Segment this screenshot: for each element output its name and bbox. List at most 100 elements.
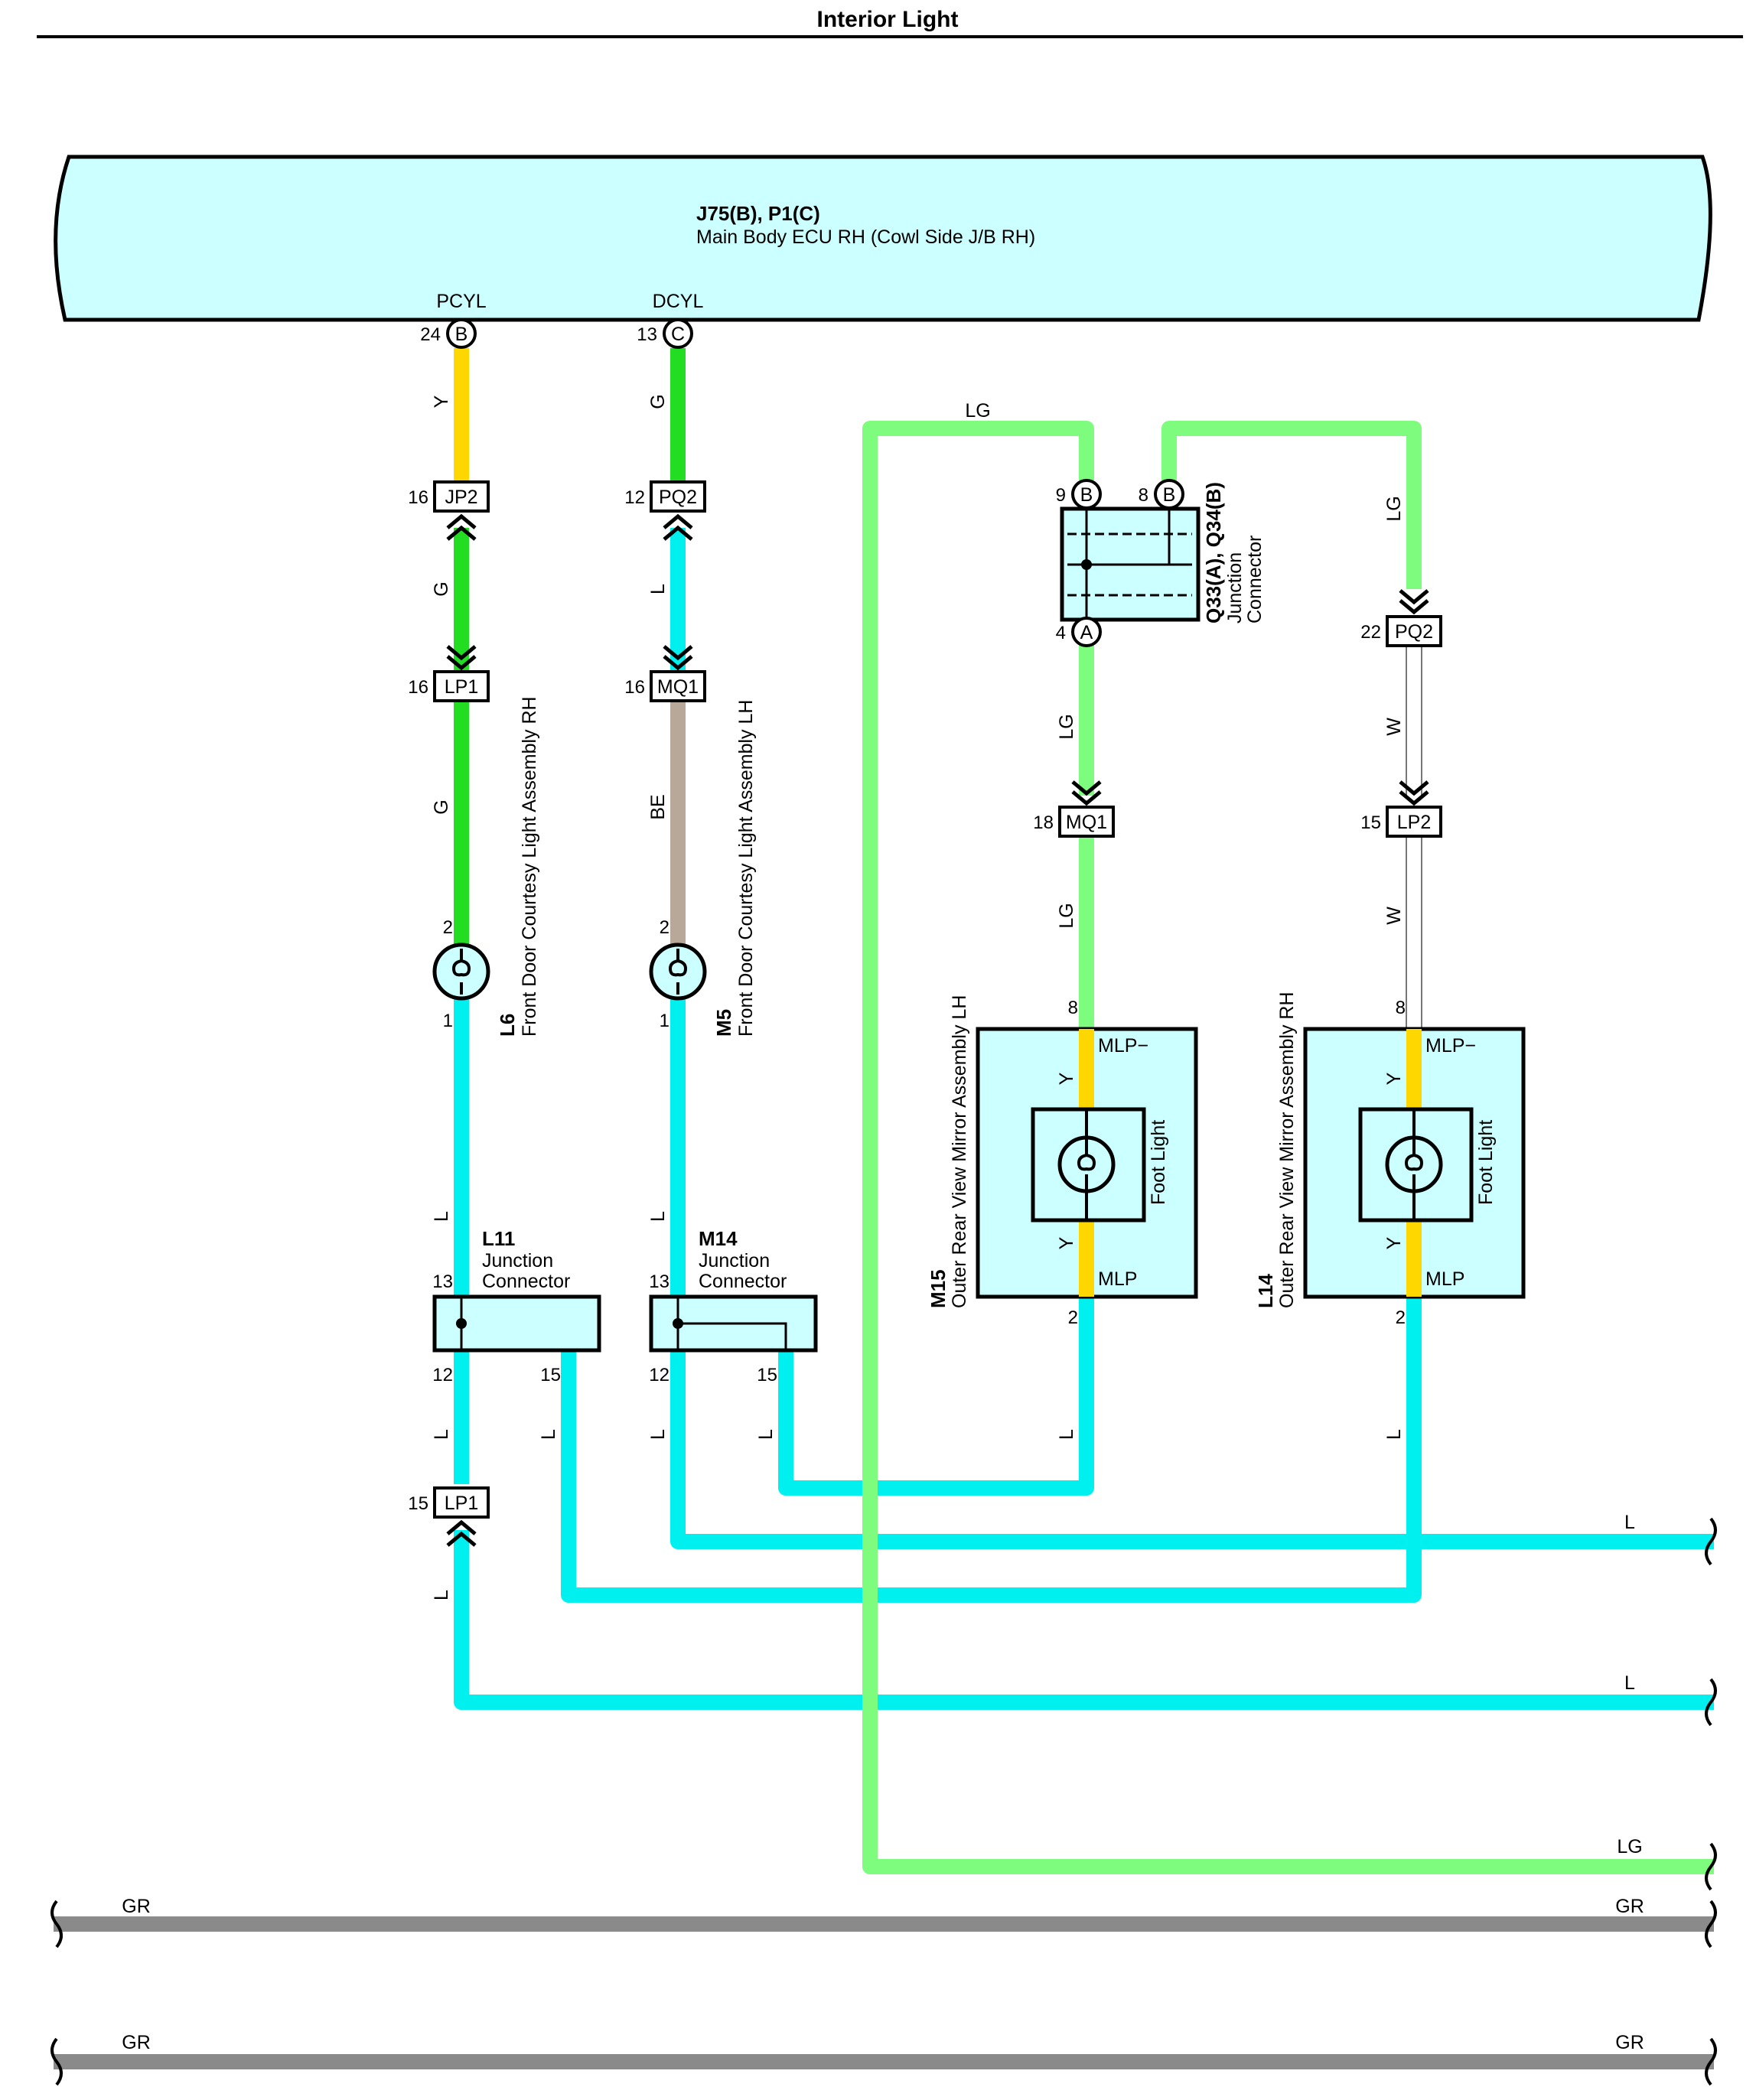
ecu-pin-13-circle [663, 318, 693, 349]
junction-pin-8 [1154, 479, 1184, 510]
junction-l11-line1: Junction [482, 1250, 553, 1271]
label-lg-top: LG [965, 400, 990, 422]
junction-l11-pin-a: 12 [432, 1365, 453, 1385]
junction-m14-id: M14 [699, 1227, 738, 1250]
connector-pq2-22-pin: 22 [1360, 622, 1381, 643]
connector-lp1-15-label: LP1 [445, 1493, 478, 1514]
mirror-m15-sig-top: MLP− [1098, 1035, 1148, 1057]
mirror-l14-name: Outer Rear View Mirror Assembly RH [1276, 991, 1298, 1308]
junction-l11-dot [456, 1318, 467, 1329]
mirror-l14-id: L14 [1254, 1274, 1277, 1308]
bulb-icon [1077, 1109, 1096, 1220]
chevron-up-pq2 [663, 513, 693, 541]
connector-pq2-22 [1386, 615, 1442, 647]
lamp-m5-id: M5 [712, 1009, 735, 1037]
ecu-pin-13: C 13 [637, 318, 693, 349]
lamp-m5-body [649, 943, 707, 1001]
break-mark-gr2-left [50, 2037, 63, 2086]
wire-l-m14-m15 [778, 1297, 1094, 1496]
wire-lg-long [862, 421, 1714, 1874]
label-out-lg: LG [1617, 1836, 1642, 1857]
label-out-l1: L [1624, 1512, 1635, 1533]
junction-m14-pin-a: 12 [649, 1365, 669, 1385]
mirror-m15-name: Outer Rear View Mirror Assembly LH [949, 995, 970, 1308]
break-mark-lg [1705, 1842, 1717, 1891]
lamp-m5-pin-top: 2 [660, 917, 669, 938]
junction-m14-dot [673, 1318, 683, 1329]
junction-pin-9-letter: B [1080, 484, 1093, 506]
connector-mq1-16 [650, 670, 706, 702]
label-gr1-left: GR [122, 1896, 151, 1917]
bulb-icon [668, 949, 688, 995]
junction-l11-pin-b: 15 [540, 1365, 561, 1385]
junction-m14-trace [678, 1322, 787, 1350]
mirror-m15-light: Foot Light [1148, 1120, 1169, 1205]
label-out-l2: L [1624, 1672, 1635, 1694]
label-gr2-right: GR [1615, 2032, 1644, 2053]
label-l-m15: L [1056, 1429, 1077, 1440]
connector-mq1-16-pin: 16 [624, 677, 645, 698]
lamp-l6-id: L6 [496, 1014, 519, 1037]
label-l-lp1: L [431, 1590, 452, 1600]
junction-m14: M14 Junction Connector 13 12 15 [649, 1227, 818, 1385]
mirror-l14: MLP− MLP Y Y Foot Light 8 2 L14 Outer Re… [1254, 991, 1526, 1328]
wires [54, 348, 1714, 2069]
junction-l11-pin-in: 13 [432, 1271, 453, 1292]
ecu-signal-dcyl: DCYL [653, 291, 704, 312]
junction-pin-4 [1071, 617, 1102, 647]
connector-pq2-22-label: PQ2 [1395, 621, 1433, 643]
label-l-m14-15: L [755, 1429, 777, 1440]
junction-q33-line1: Junction [1224, 552, 1246, 623]
break-marks [50, 1517, 1717, 2086]
bulb-icon [1404, 1109, 1424, 1220]
ecu-pin-13-letter: C [671, 324, 685, 345]
mirror-m15: MLP− MLP Y Y Foot Light 8 2 M15 Outer Re… [927, 995, 1198, 1328]
junction-pin-4-number: 4 [1056, 623, 1066, 643]
label-gr2-left: GR [122, 2032, 151, 2053]
lamp-l6: 2 1 L6 Front Door Courtesy Light Assembl… [432, 696, 540, 1037]
ecu-ids: J75(B), P1(C) [696, 202, 820, 225]
mirror-l14-pin-top: 8 [1396, 998, 1406, 1018]
chevron-down-lp2 [1399, 780, 1429, 806]
mirror-l14-pin-bottom: 2 [1396, 1307, 1406, 1328]
wire-l-m14-out [670, 1350, 1714, 1549]
junction-q33-vline-8 [1087, 509, 1171, 566]
label-g-jp2: G [431, 581, 452, 596]
lamp-l6-pin-bottom: 1 [443, 1011, 453, 1031]
mirror-l14-wire-y-bottom: Y [1383, 1236, 1405, 1249]
junction-m14-pin-in: 13 [649, 1271, 669, 1292]
mirror-l14-sig-bottom: MLP [1425, 1268, 1464, 1290]
connector-mq1-16-label: MQ1 [657, 676, 699, 698]
junction-pin-9 [1071, 479, 1102, 510]
lamp-m5-pin-bottom: 1 [660, 1011, 669, 1031]
connector-jp2 [433, 480, 490, 513]
connector-lp2-15 [1386, 806, 1442, 838]
chevrons [446, 513, 1429, 1547]
junction-q33-dot [1081, 559, 1092, 570]
junction-q33-ids: Q33(A), Q34(B) [1202, 482, 1225, 623]
label-lg-q33: LG [1056, 714, 1077, 739]
connector-lp2-15-pin: 15 [1360, 812, 1381, 833]
wire-l-l11-l14 [561, 1297, 1422, 1603]
bulb-icon [451, 949, 471, 995]
connector-jp2-label: JP2 [445, 487, 477, 508]
ecu-pin-24-number: 24 [420, 324, 441, 345]
connector-lp1-16-label: LP1 [445, 676, 478, 698]
break-mark-gr1-left [50, 1900, 63, 1949]
label-l-l11-15: L [538, 1429, 559, 1440]
junction-pin-8-letter: B [1163, 484, 1176, 506]
connector-pq2-top-label: PQ2 [659, 487, 697, 508]
junction-pin-4-letter: A [1080, 622, 1093, 643]
lamp-l6-name: Front Door Courtesy Light Assembly RH [519, 696, 540, 1037]
label-l-m14-12: L [647, 1429, 669, 1440]
label-g-l6: G [431, 799, 452, 814]
mirror-m15-id: M15 [927, 1269, 950, 1308]
ecu-pin-13-number: 13 [637, 324, 657, 345]
junction-m14-line1: Junction [699, 1250, 770, 1271]
chevron-up-lp1-15 [446, 1519, 477, 1547]
label-y-top: Y [431, 395, 452, 408]
chevron-up-jp2 [446, 513, 477, 541]
connector-mq1-18-pin: 18 [1033, 812, 1054, 833]
connector-mq1-18 [1058, 806, 1115, 838]
